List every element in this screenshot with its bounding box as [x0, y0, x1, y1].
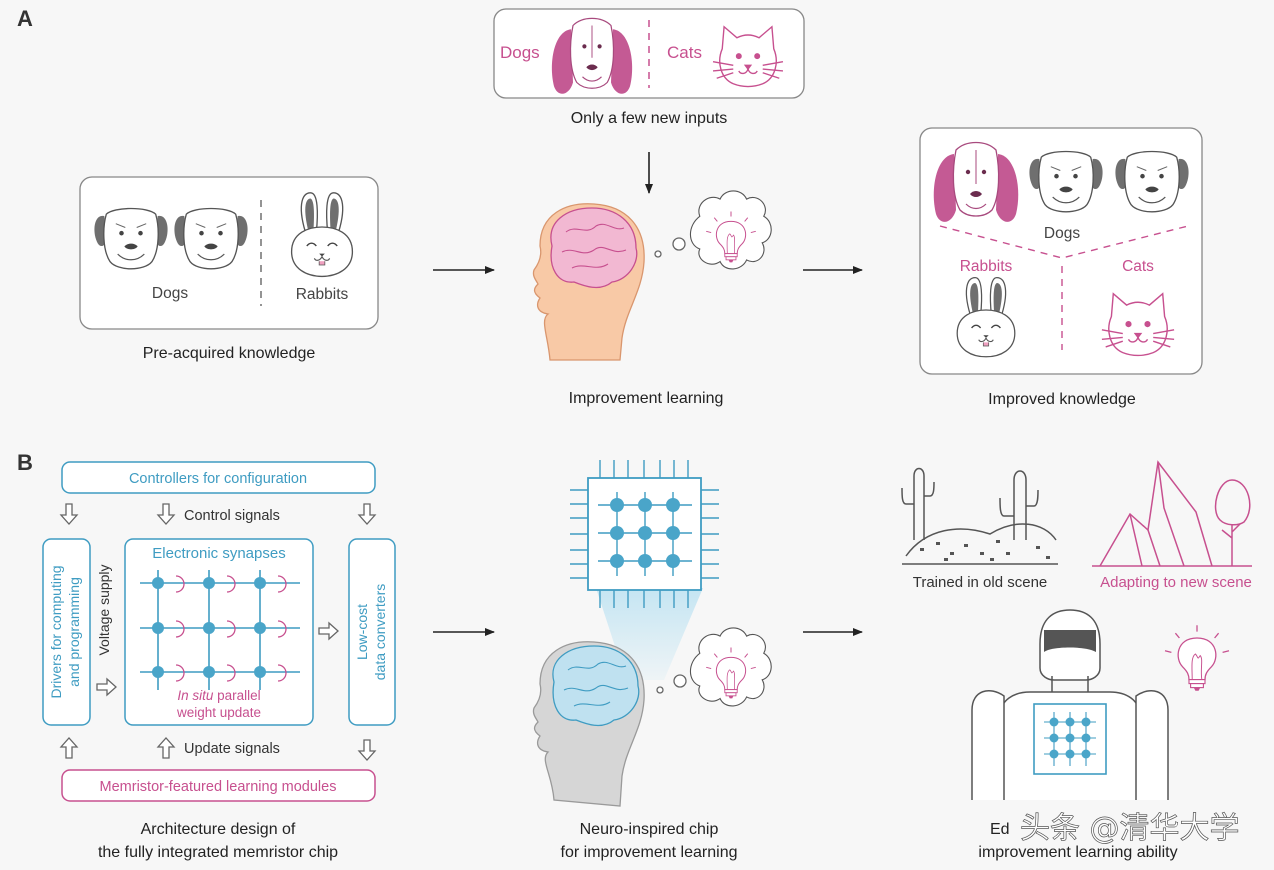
chip-thought-dot-large [673, 674, 687, 688]
drivers-label-line2: and programming [66, 577, 82, 687]
architecture-caption-line2: the fully integrated memristor chip [98, 844, 338, 861]
architecture-caption-line1: Architecture design of [141, 821, 296, 838]
memristor-modules-label: Memristor-featured learning modules [100, 779, 337, 795]
old-scene-label: Trained in old scene [913, 574, 1048, 591]
converters-label-line1: Low-cost [354, 604, 370, 660]
converters-box [348, 538, 396, 726]
drivers-label-line1: Drivers for computing [48, 565, 64, 698]
chip-caption-line2: for improvement learning [561, 844, 738, 861]
drivers-box [42, 538, 91, 726]
controllers-label: Controllers for configuration [129, 471, 307, 487]
in-situ-italic: In situ [177, 688, 214, 703]
pre-dogs-label: Dogs [152, 285, 188, 302]
chip-thought-dot-small [656, 686, 664, 694]
new-inputs-caption: Only a few new inputs [571, 110, 728, 127]
edge-caption-line2: improvement learning ability [978, 844, 1177, 861]
memristor-modules-box [61, 769, 376, 802]
thought-dot-large [672, 237, 686, 251]
update-loop-icons [175, 575, 287, 682]
new-scene-label: Adapting to new scene [1100, 574, 1252, 591]
chip-caption-line1: Neuro-inspired chip [580, 821, 719, 838]
synapses-box [124, 538, 314, 726]
mountain-scene-icon [1092, 460, 1252, 567]
improved-divider-top [939, 225, 1189, 259]
robot-lightbulb-icon [1164, 624, 1230, 692]
synapses-label: Electronic synapses [152, 545, 285, 562]
thought-dot-small [654, 250, 662, 258]
desert-stones [920, 540, 1050, 561]
watermark: 头条 @清华大学 [1020, 811, 1240, 846]
new-inputs-cats-label: Cats [667, 43, 702, 62]
panel-b-label: B [17, 450, 33, 475]
edge-caption-line1: Ed [990, 821, 1010, 838]
controllers-box [61, 461, 376, 494]
in-situ-rest: parallel [213, 688, 260, 703]
converters-label-line2: data converters [372, 584, 388, 681]
desert-scene-icon [901, 467, 1058, 565]
control-signals-label: Control signals [184, 508, 280, 524]
gray-head-with-brain-icon [532, 641, 645, 807]
hollow-arrows [59, 503, 377, 761]
panel-a-label: A [17, 6, 33, 31]
in-situ-label: In situ parallel [177, 688, 260, 703]
learning-caption: Improvement learning [569, 390, 724, 407]
improved-rabbits-label: Rabbits [960, 258, 1013, 275]
improved-dogs-label: Dogs [1044, 225, 1080, 242]
weight-update-label: weight update [176, 705, 261, 720]
improved-caption: Improved knowledge [988, 391, 1136, 408]
voltage-supply-label: Voltage supply [96, 564, 112, 655]
pre-acquired-caption: Pre-acquired knowledge [143, 345, 316, 362]
robot-icon [971, 609, 1169, 800]
new-inputs-dogs-label: Dogs [500, 43, 540, 62]
pre-rabbits-label: Rabbits [296, 286, 349, 303]
update-signals-label: Update signals [184, 741, 280, 757]
improved-cats-label: Cats [1122, 258, 1154, 275]
memristor-nodes [152, 577, 266, 678]
head-with-brain-icon [532, 203, 645, 361]
